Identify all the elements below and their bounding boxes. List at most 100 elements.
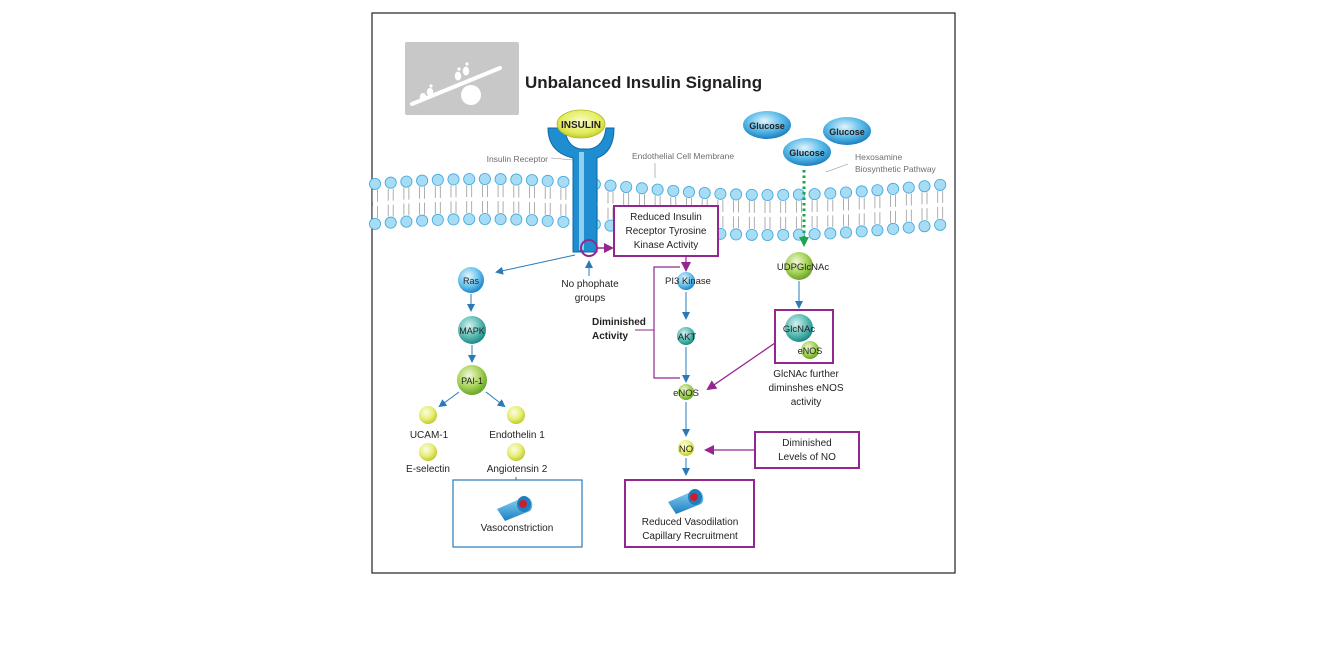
lipid-head bbox=[494, 173, 507, 186]
lipid-head bbox=[934, 218, 947, 231]
enos-small-label: eNOS bbox=[798, 346, 823, 356]
insulin-label: INSULIN bbox=[561, 120, 601, 131]
lipid-head bbox=[416, 214, 429, 227]
no-node bbox=[678, 440, 694, 456]
angiotensin2-node bbox=[507, 443, 525, 461]
pai1-label: PAI-1 bbox=[461, 376, 483, 386]
lipid-head bbox=[463, 173, 476, 186]
mapk-node bbox=[458, 316, 486, 344]
pai1-node bbox=[457, 365, 487, 395]
page-title: Unbalanced Insulin Signaling bbox=[525, 73, 762, 92]
insulin-molecule bbox=[556, 109, 606, 139]
lipid-head bbox=[745, 228, 758, 241]
lipid-head bbox=[541, 214, 554, 227]
lipid-head bbox=[840, 226, 853, 239]
lipid-head bbox=[683, 186, 696, 199]
lipid-head bbox=[463, 213, 476, 226]
glcnac-label: GlcNAc bbox=[783, 324, 815, 335]
lipid-head bbox=[745, 188, 758, 201]
reduced-kinase-text-1: Reduced Insulin bbox=[630, 212, 702, 223]
glcnac-note-3: activity bbox=[791, 397, 822, 408]
glucose-molecule bbox=[783, 138, 831, 166]
akt-node bbox=[677, 327, 695, 345]
lipid-head bbox=[526, 174, 539, 187]
lipid-head bbox=[855, 225, 868, 238]
no-phosphate-text-2: groups bbox=[575, 293, 606, 304]
enos-node bbox=[678, 384, 694, 400]
hexosamine-text-2: Biosynthetic Pathway bbox=[855, 164, 937, 174]
reduced-kinase-box bbox=[613, 205, 719, 257]
glucose-molecule bbox=[743, 111, 791, 139]
lipid-head bbox=[730, 188, 743, 201]
lipid-head bbox=[714, 187, 727, 200]
no-phosphate-text-1: No phophate bbox=[561, 279, 619, 290]
angiotensin2-label: Angiotensin 2 bbox=[487, 464, 548, 475]
glucose-label-1: Glucose bbox=[749, 121, 785, 131]
diminished-no-text-1: Diminished bbox=[782, 438, 831, 449]
lipid-head bbox=[777, 188, 790, 201]
diminished-no-text-2: Levels of NO bbox=[778, 452, 836, 463]
vessel-icon bbox=[668, 489, 704, 514]
lipid-head bbox=[478, 213, 491, 226]
vasoconstriction-box bbox=[452, 479, 583, 548]
lipid-head bbox=[400, 215, 413, 228]
eselectin-label: E-selectin bbox=[406, 464, 450, 475]
lipid-head bbox=[824, 187, 837, 200]
lipid-head bbox=[698, 187, 711, 200]
endothelin1-node bbox=[507, 406, 525, 424]
enos-label: eNOS bbox=[673, 388, 699, 399]
lipid-head bbox=[478, 173, 491, 186]
lipid-head bbox=[447, 173, 460, 186]
lipid-head bbox=[840, 186, 853, 199]
lipid-head bbox=[871, 224, 884, 237]
reduced-vasodilation-text-1: Reduced Vasodilation bbox=[642, 517, 739, 528]
lipid-head bbox=[871, 184, 884, 197]
no-label: NO bbox=[679, 444, 693, 455]
udpglcnac-node bbox=[785, 252, 813, 280]
lipid-head bbox=[384, 176, 397, 189]
ras-label: Ras bbox=[463, 276, 480, 286]
insulin-receptor-label: Insulin Receptor bbox=[487, 154, 549, 164]
lipid-head bbox=[761, 188, 774, 201]
lipid-head bbox=[510, 173, 523, 186]
lipid-head bbox=[902, 221, 915, 234]
lipid-head bbox=[526, 214, 539, 227]
hexosamine-text-1: Hexosamine bbox=[855, 152, 903, 162]
udpglcnac-label: UDPGlcNAc bbox=[777, 262, 830, 273]
mapk-label: MAPK bbox=[459, 326, 485, 336]
lipid-head bbox=[604, 179, 617, 192]
membrane-label: Endothelial Cell Membrane bbox=[632, 151, 734, 161]
lipid-head bbox=[730, 228, 743, 241]
lipid-head bbox=[635, 182, 648, 195]
glucose-label-2: Glucose bbox=[829, 127, 865, 137]
pi3-kinase-node bbox=[677, 272, 695, 290]
enos-small-node bbox=[801, 341, 819, 359]
insulin-receptor bbox=[547, 127, 615, 253]
lipid-head bbox=[557, 215, 570, 228]
lipid-head bbox=[855, 185, 868, 198]
diminished-activity-text-2: Activity bbox=[592, 331, 629, 342]
lipid-head bbox=[400, 175, 413, 188]
lipid-head bbox=[557, 175, 570, 188]
glucose-label-3: Glucose bbox=[789, 148, 825, 158]
lipid-head bbox=[808, 188, 821, 201]
endothelin1-label: Endothelin 1 bbox=[489, 430, 545, 441]
lipid-head bbox=[384, 216, 397, 229]
glcnac-note-2: diminshes eNOS bbox=[768, 383, 843, 394]
lipid-head bbox=[777, 228, 790, 241]
lipid-head bbox=[887, 222, 900, 235]
reduced-vasodilation-text-2: Capillary Recruitment bbox=[642, 531, 738, 542]
lipid-head bbox=[494, 213, 507, 226]
reduced-kinase-text-2: Receptor Tyrosine bbox=[626, 226, 707, 237]
ucam1-node bbox=[419, 406, 437, 424]
vasoconstriction-label: Vasoconstriction bbox=[481, 523, 554, 534]
lipid-head bbox=[934, 178, 947, 191]
lipid-head bbox=[368, 217, 381, 230]
lipid-head bbox=[431, 213, 444, 226]
lipid-head bbox=[416, 174, 429, 187]
lipid-head bbox=[667, 184, 680, 197]
ucam1-label: UCAM-1 bbox=[410, 430, 449, 441]
glcnac-note-1: GlcNAc further bbox=[773, 369, 839, 380]
diminished-activity-text-1: Diminished bbox=[592, 317, 646, 328]
glucose-molecule bbox=[823, 117, 871, 145]
